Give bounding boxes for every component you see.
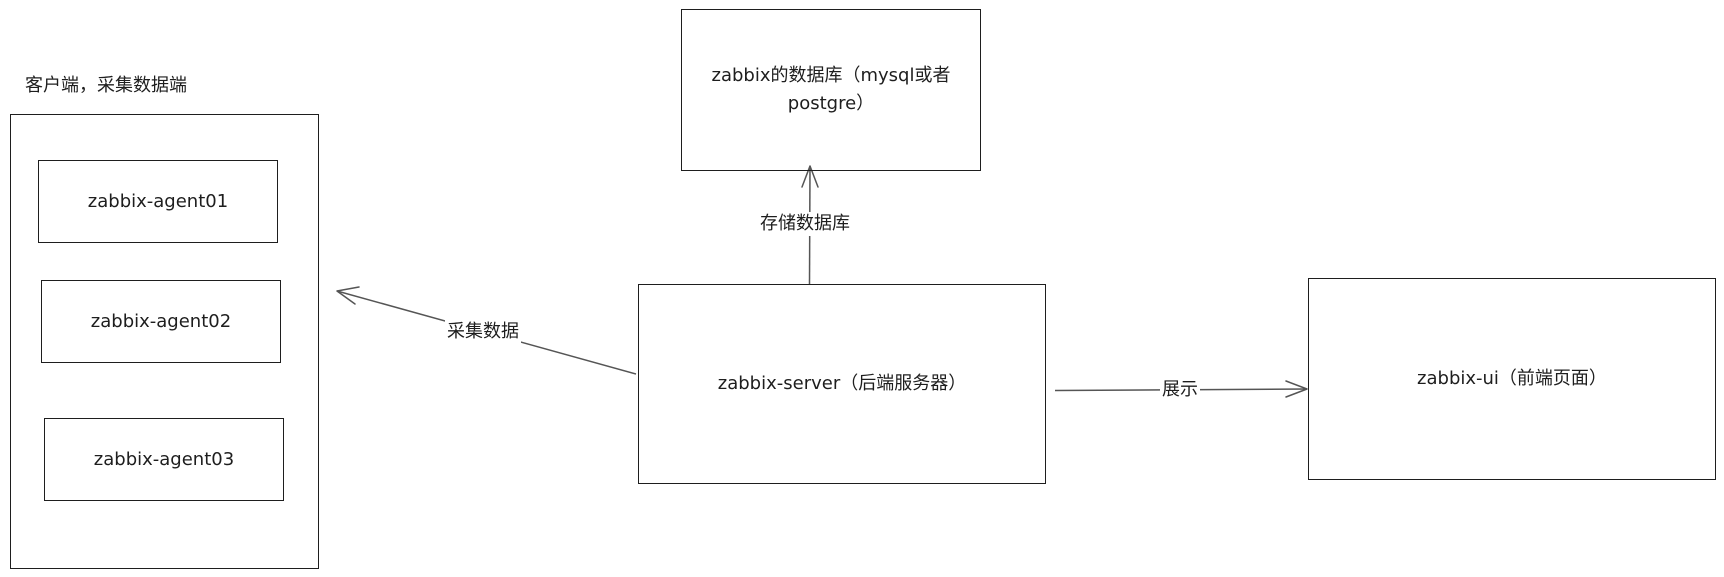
database-node: zabbix的数据库（mysql或者 postgre） [681,9,981,171]
server-label: zabbix-server（后端服务器） [717,373,967,394]
agent-node-01-label: zabbix-agent01 [87,190,229,212]
client-group-container [10,114,319,569]
store-arrowhead [801,165,819,188]
display-edge-label: 展示 [1160,378,1200,402]
display-arrowhead [1285,380,1308,398]
ui-label: zabbix-ui（前端页面） [1417,368,1607,389]
collect-arrowhead [336,286,360,305]
agent-node-03: zabbix-agent03 [44,418,284,501]
store-edge-label: 存储数据库 [758,212,852,236]
collect-edge-label: 采集数据 [445,320,521,344]
database-label-line2: postgre） [787,93,875,114]
agent-node-02: zabbix-agent02 [41,280,281,363]
agent-node-03-label: zabbix-agent03 [93,448,235,470]
agent-node-02-label: zabbix-agent02 [90,310,232,332]
client-group-title: 客户端，采集数据端 [25,75,187,96]
server-node: zabbix-server（后端服务器） [638,284,1046,484]
database-label-line1: zabbix的数据库（mysql或者 [711,65,951,86]
ui-node: zabbix-ui（前端页面） [1308,278,1716,480]
agent-node-01: zabbix-agent01 [38,160,278,243]
